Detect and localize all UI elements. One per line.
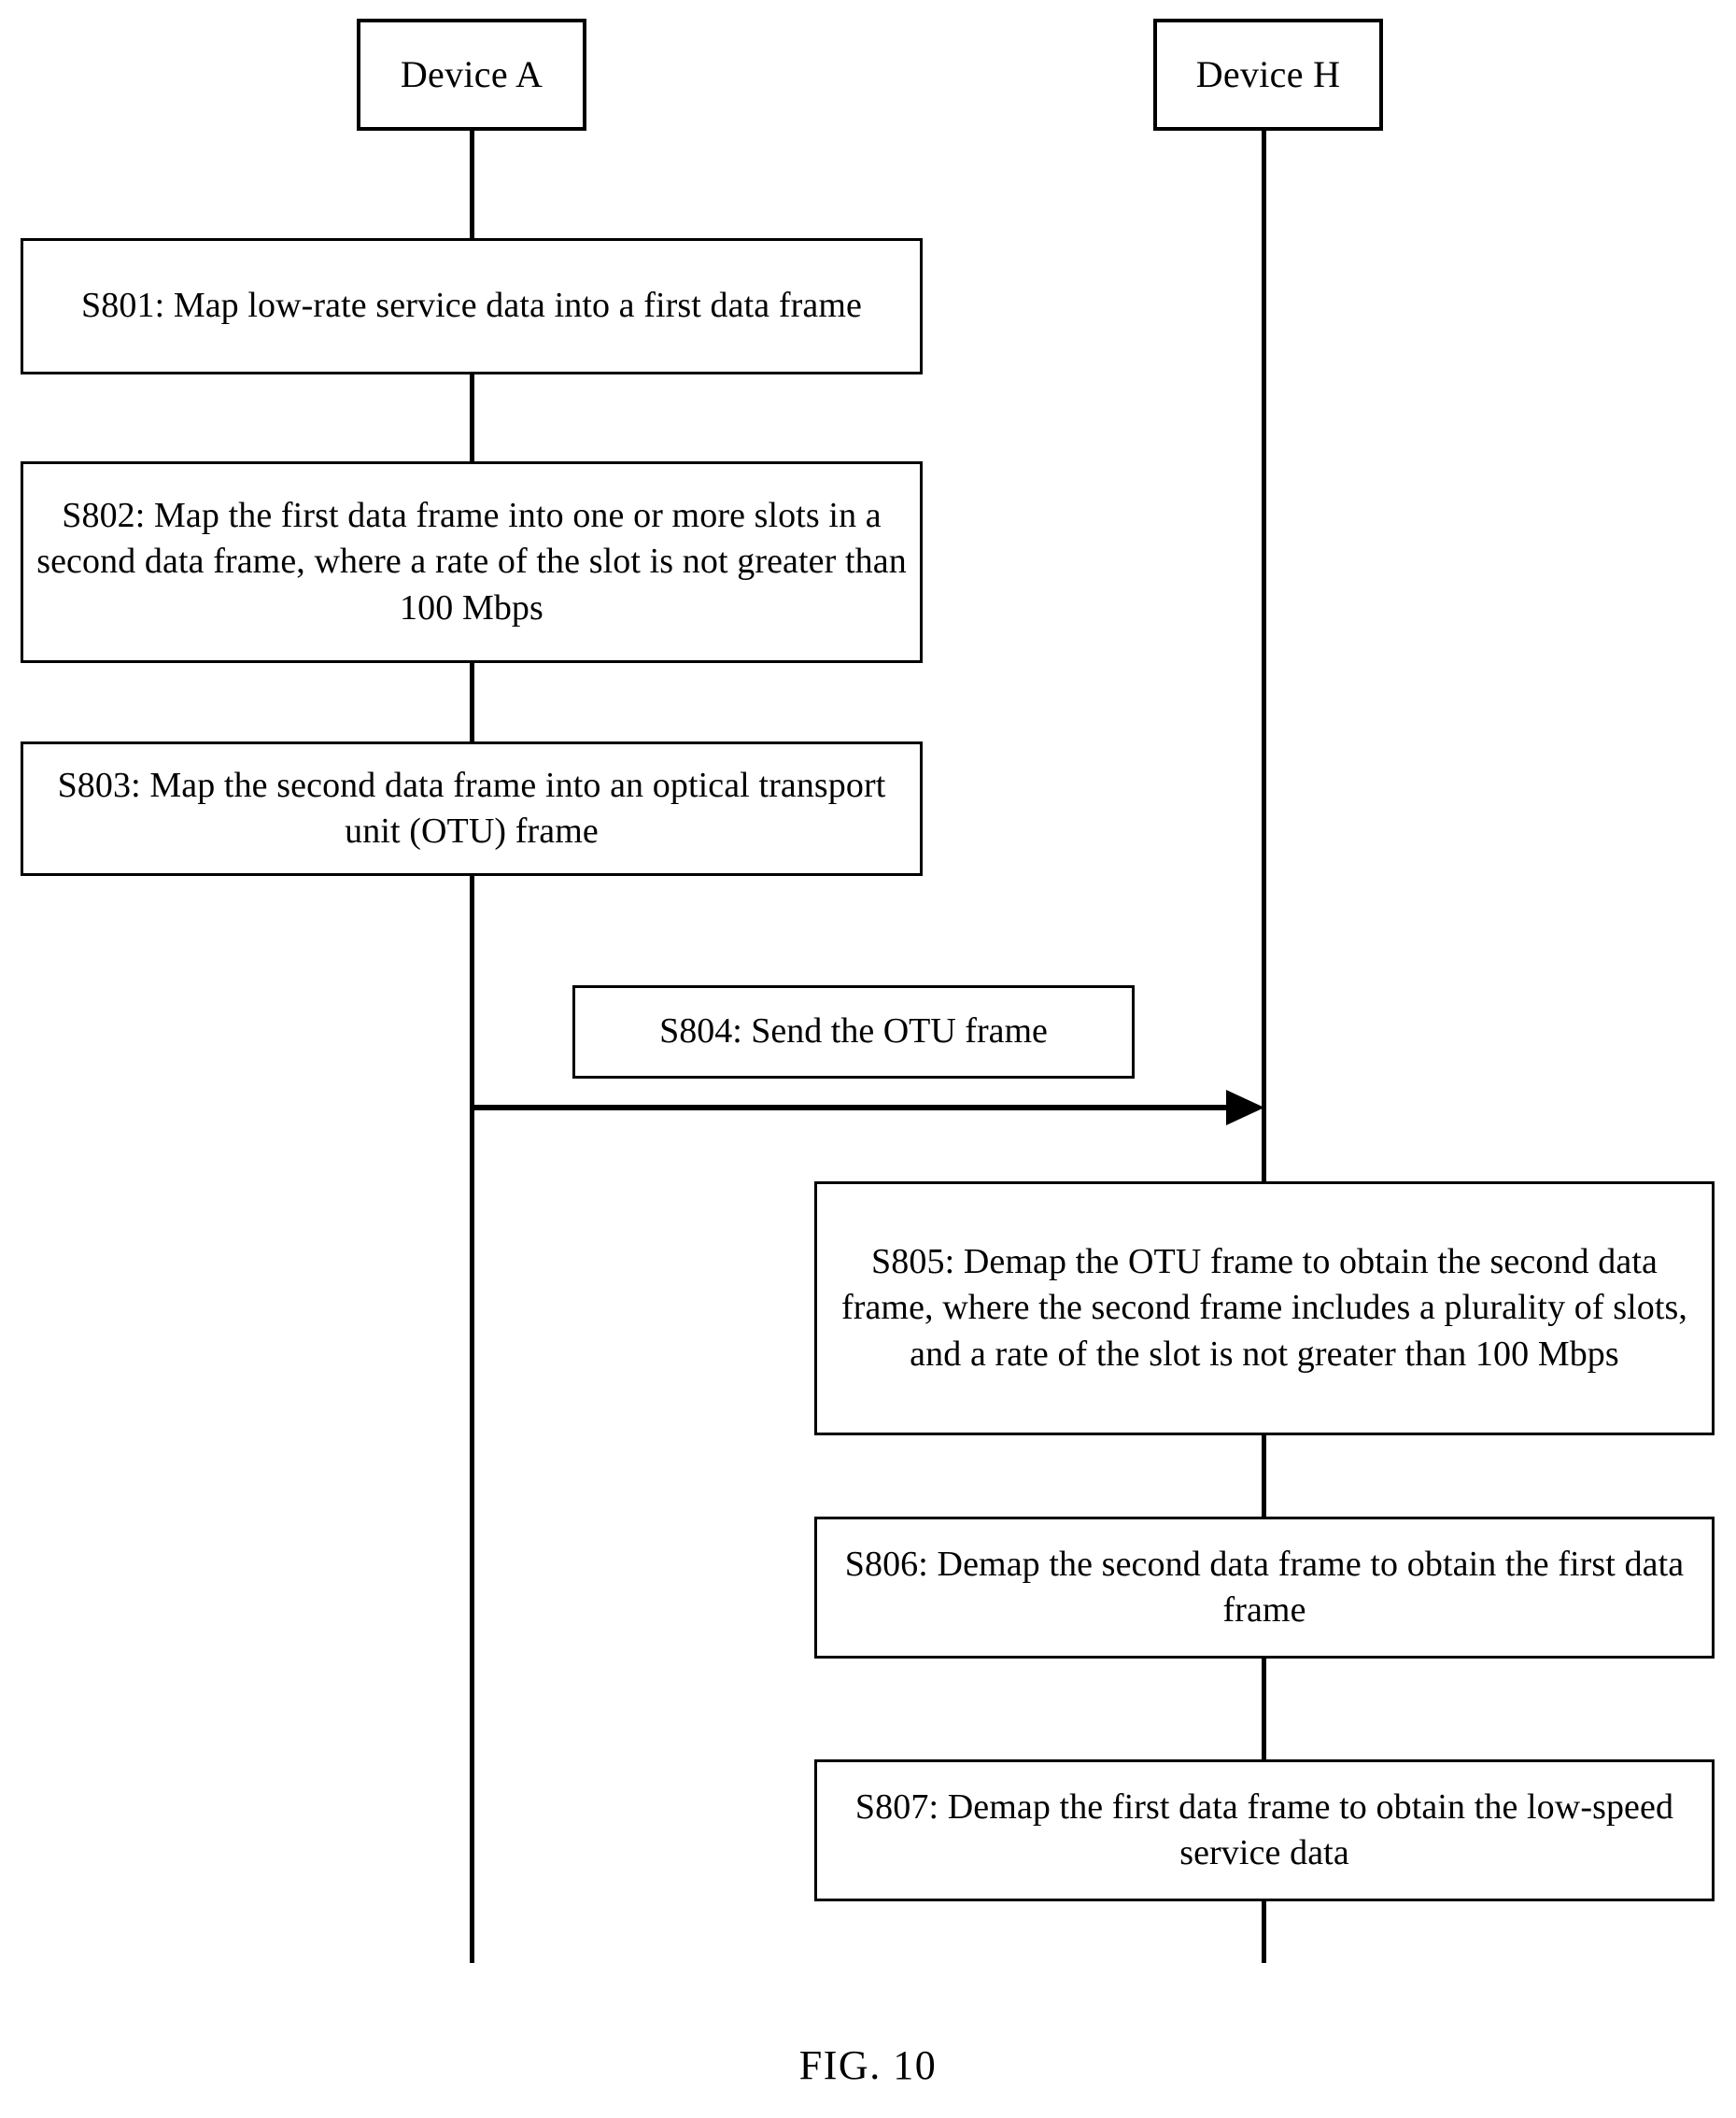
actor-box-device-h: Device H [1153,19,1383,131]
message-arrow-shaft-s804 [472,1105,1226,1110]
step-box-s801: S801: Map low-rate service data into a f… [21,238,923,374]
message-box-s804: S804: Send the OTU frame [572,985,1135,1079]
step-box-s806: S806: Demap the second data frame to obt… [814,1517,1715,1659]
message-arrow-head-s804 [1226,1090,1264,1125]
actor-label-device-a: Device A [400,53,543,95]
step-box-s803: S803: Map the second data frame into an … [21,741,923,876]
step-box-s807: S807: Demap the first data frame to obta… [814,1759,1715,1901]
step-box-s802: S802: Map the first data frame into one … [21,461,923,663]
step-label-s802: S802: Map the first data frame into one … [36,495,907,628]
step-label-s803: S803: Map the second data frame into an … [57,765,886,851]
step-label-s801: S801: Map low-rate service data into a f… [81,286,862,326]
step-box-s805: S805: Demap the OTU frame to obtain the … [814,1181,1715,1435]
lifeline-device-h [1262,131,1266,1963]
message-label-s804: S804: Send the OTU frame [659,1011,1048,1052]
figure-caption: FIG. 10 [798,2042,938,2088]
actor-label-device-h: Device H [1195,53,1341,95]
step-label-s805: S805: Demap the OTU frame to obtain the … [840,1241,1688,1374]
lifeline-device-a [470,131,474,1963]
actor-box-device-a: Device A [357,19,586,131]
step-label-s806: S806: Demap the second data frame to obt… [844,1544,1685,1630]
step-label-s807: S807: Demap the first data frame to obta… [854,1786,1674,1872]
